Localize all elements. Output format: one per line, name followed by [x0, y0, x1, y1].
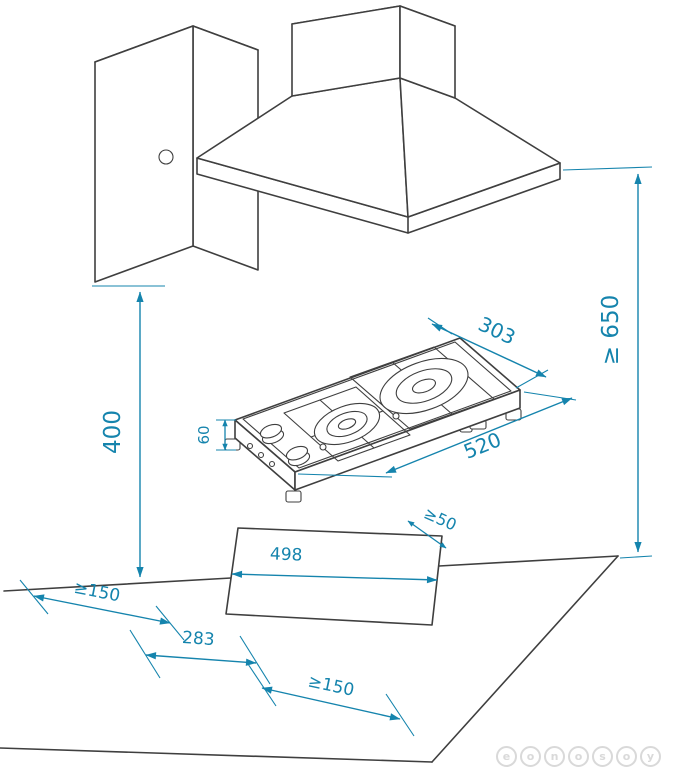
- burner-small: [313, 402, 381, 446]
- dimension-label-cutout-length: 498: [270, 544, 303, 565]
- hob-inner-rim: [242, 341, 512, 469]
- dimension-label-cutout-depth: 283: [181, 628, 215, 650]
- cabinet-front-face: [94, 25, 194, 283]
- front-hole-3: [268, 460, 276, 468]
- worktop-back-edge-right: [438, 555, 619, 567]
- worktop-right-edge: [431, 555, 619, 763]
- dimension-label-front-clearance: ≥150: [306, 671, 356, 700]
- dimension-hood-clearance: ≥ 650: [562, 166, 653, 559]
- igniter-small: [319, 443, 327, 451]
- dimension-cutout-depth: 283: [129, 628, 271, 685]
- worktop-back-edge-left: [3, 577, 232, 592]
- dimension-worktop-clearance: 400: [92, 285, 165, 578]
- dimension-label-rear-clearance: ≥50: [421, 503, 460, 534]
- dimension-front-clearance: ≥150: [247, 663, 415, 737]
- front-hole-1: [246, 442, 254, 450]
- gas-hob: [224, 337, 522, 503]
- control-knob-1: [259, 423, 285, 445]
- dimension-label-side-clearance: ≥150: [72, 578, 122, 607]
- dimension-hob-height: 60: [195, 419, 236, 451]
- worktop: [0, 527, 619, 763]
- hood-duct-side-face: [399, 5, 456, 99]
- dimension-label-hob-depth: 303: [475, 312, 520, 350]
- dimension-side-clearance: ≥150: [19, 578, 185, 641]
- dimension-label-worktop-clearance: 400: [100, 410, 126, 454]
- worktop-front-edge: [0, 747, 433, 763]
- dimension-label-hob-height: 60: [195, 425, 213, 444]
- cooker-hood: [196, 5, 561, 234]
- dimension-cutout-length: 498: [231, 544, 438, 584]
- cabinet-handle: [158, 149, 174, 165]
- igniter-large: [392, 412, 400, 420]
- front-hole-2: [257, 451, 265, 459]
- control-knob-2: [285, 445, 311, 467]
- hob-foot-front: [285, 490, 302, 503]
- dimension-label-hob-width: 520: [460, 427, 504, 464]
- dimension-label-hood-clearance: ≥ 650: [598, 295, 624, 365]
